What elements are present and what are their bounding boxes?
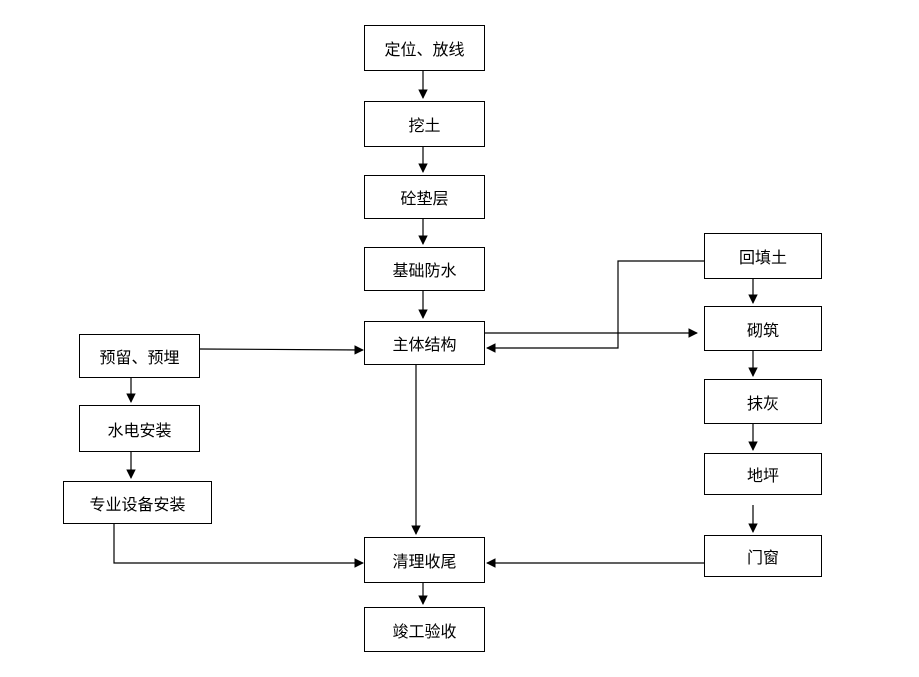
edge-huitian-zhuti bbox=[486, 260, 704, 353]
node-qizhu: 砌筑 bbox=[704, 306, 822, 351]
edge-yuliu-zhuti bbox=[199, 345, 364, 355]
node-dianceng: 砼垫层 bbox=[364, 175, 485, 219]
node-shuidian-label: 水电安装 bbox=[107, 420, 172, 440]
node-diping-label: 地坪 bbox=[746, 466, 779, 485]
node-wa-tu-label: 挖土 bbox=[408, 116, 441, 135]
node-menchuang: 门窗 bbox=[704, 535, 822, 577]
node-yuliu: 预留、预埋 bbox=[79, 334, 200, 378]
node-qizhu-label: 砌筑 bbox=[746, 320, 779, 340]
node-fangshui: 基础防水 bbox=[364, 247, 485, 291]
node-qingli: 清理收尾 bbox=[364, 537, 485, 583]
node-diping: 地坪 bbox=[704, 453, 822, 495]
node-zhuti: 主体结构 bbox=[364, 321, 485, 365]
node-yuliu-label: 预留、预埋 bbox=[99, 348, 180, 367]
node-zhuanye: 专业设备安装 bbox=[63, 481, 212, 524]
node-menchuang-label: 门窗 bbox=[746, 548, 779, 567]
node-dingwei: 定位、放线 bbox=[364, 25, 485, 71]
node-shuidian: 水电安装 bbox=[79, 405, 200, 452]
node-dianceng-label: 砼垫层 bbox=[400, 189, 449, 208]
node-jungong-label: 竣工验收 bbox=[392, 621, 457, 641]
node-zhuti-label: 主体结构 bbox=[392, 335, 457, 354]
node-jungong: 竣工验收 bbox=[364, 607, 485, 652]
node-mohui-label: 抹灰 bbox=[746, 393, 779, 413]
node-huitian-label: 回填土 bbox=[738, 248, 787, 267]
node-qingli-label: 清理收尾 bbox=[392, 552, 457, 571]
node-wa-tu: 挖土 bbox=[364, 101, 485, 147]
node-mohui: 抹灰 bbox=[704, 379, 822, 424]
node-huitian: 回填土 bbox=[704, 233, 822, 279]
edge-zhuanye-qingli bbox=[113, 524, 364, 568]
node-zhuanye-label: 专业设备安装 bbox=[89, 494, 186, 514]
node-fangshui-label: 基础防水 bbox=[392, 261, 457, 280]
node-dingwei-label: 定位、放线 bbox=[384, 40, 465, 59]
